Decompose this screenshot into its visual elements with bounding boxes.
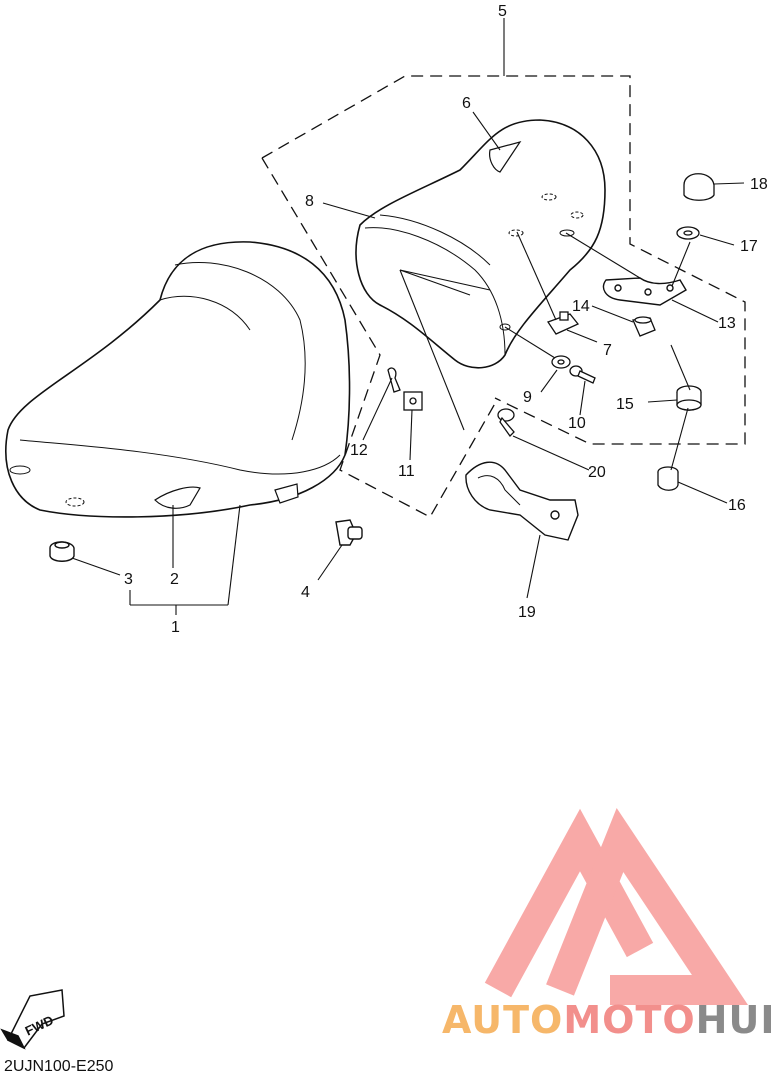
callout-5: 5 [498, 3, 507, 20]
callout-12: 12 [350, 442, 368, 459]
callout-14: 14 [572, 298, 590, 315]
callout-20: 20 [588, 464, 606, 481]
watermark-logo-icon [484, 807, 749, 1005]
callout-9: 9 [523, 389, 532, 406]
callout-7: 7 [603, 342, 612, 359]
part-19-bracket [465, 461, 579, 541]
assembly-boundary-5 [261, 75, 746, 518]
part-12-clip [387, 367, 401, 393]
callout-1: 1 [171, 619, 180, 636]
part-10-screw [569, 365, 596, 384]
fwd-arrow-icon: FWD [0, 989, 65, 1050]
part-3-damper [49, 541, 75, 562]
front-seat [5, 241, 351, 518]
callout-13: 13 [718, 315, 736, 332]
part-9-washer [551, 355, 571, 369]
leader-lines [71, 18, 745, 615]
callout-6: 6 [462, 95, 471, 112]
callout-3: 3 [124, 571, 133, 588]
part-17-washer [676, 226, 700, 240]
callout-16: 16 [728, 497, 746, 514]
part-16-damper [657, 466, 679, 491]
callout-4: 4 [301, 584, 310, 601]
watermark-brand: AUTOMOTOHUB [442, 998, 771, 1042]
callout-10: 10 [568, 415, 586, 432]
brand-part-auto: AUTO [442, 998, 564, 1042]
callout-2: 2 [170, 571, 179, 588]
callout-15: 15 [616, 396, 634, 413]
part-11-nut [403, 391, 423, 411]
callout-19: 19 [518, 604, 536, 621]
part-4-bolt [335, 519, 363, 546]
part-14-nut [632, 316, 656, 337]
callout-17: 17 [740, 238, 758, 255]
part-15-damper [676, 385, 702, 411]
rear-seat [355, 119, 606, 369]
callouts: 5 6 8 18 17 14 13 7 9 15 10 12 20 11 16 … [124, 3, 768, 636]
part-7-clip [547, 311, 580, 335]
diagram-code: 2UJN100-E250 [4, 1058, 114, 1075]
brand-part-hub: HUB [695, 998, 771, 1042]
callout-11: 11 [398, 463, 415, 480]
brand-part-moto: MOTO [563, 998, 696, 1042]
part-20-bolt [497, 408, 515, 438]
callout-8: 8 [305, 193, 314, 210]
callout-18: 18 [750, 176, 768, 193]
part-13-bracket [602, 277, 687, 306]
part-18-cap-nut [683, 173, 715, 201]
